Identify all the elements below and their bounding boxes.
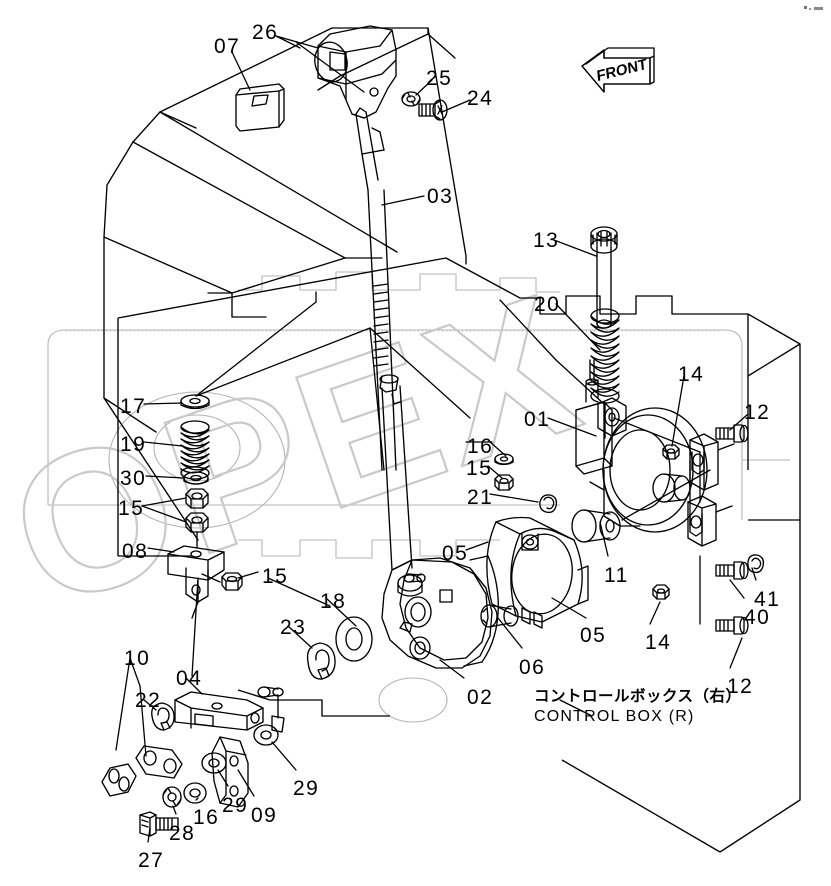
callout-number-e-clip: 23 bbox=[280, 616, 307, 639]
callout-number-spring: 20 bbox=[534, 293, 561, 316]
callout-number-bolt: 12 bbox=[727, 675, 754, 698]
callout-number-nut: 15 bbox=[118, 497, 145, 520]
callout-number-washer: 16 bbox=[193, 806, 220, 829]
callout-number-lever-body: 02 bbox=[467, 686, 494, 709]
callout-number-switch: 01 bbox=[524, 408, 551, 431]
caption-english: CONTROL BOX (R) bbox=[534, 708, 695, 725]
callout-number-pin: 06 bbox=[519, 656, 546, 679]
callout-number-screw: 24 bbox=[467, 87, 494, 110]
caption-japanese: コントロールボックス（右） bbox=[534, 687, 742, 705]
callout-number-clip: 21 bbox=[467, 486, 494, 509]
callout-number-washer: 18 bbox=[320, 590, 347, 613]
callout-number-nut: 15 bbox=[466, 457, 493, 480]
callout-number-washer: 29 bbox=[222, 794, 249, 817]
callout-number-clip-washer: 41 bbox=[754, 588, 781, 611]
callout-number-socket-bolt: 13 bbox=[533, 229, 560, 252]
corner-artifact-mark bbox=[804, 6, 823, 10]
callout-number-link-plate: 09 bbox=[251, 804, 278, 827]
callout-number-bolt: 40 bbox=[744, 606, 771, 629]
callout-number-link-assembly: 10 bbox=[124, 647, 151, 670]
callout-number-roller: 11 bbox=[604, 564, 629, 587]
callout-number-washer: 28 bbox=[169, 822, 196, 845]
callout-number-nut: 14 bbox=[678, 363, 705, 386]
callout-number-washer: 25 bbox=[426, 67, 453, 90]
callout-number-washer: 17 bbox=[120, 395, 147, 418]
callout-number-e-clip: 22 bbox=[135, 689, 162, 712]
callout-number-knob-cap: 07 bbox=[214, 35, 241, 58]
callout-number-brake-band: 05 bbox=[442, 542, 469, 565]
callout-number-nut: 14 bbox=[645, 631, 672, 654]
callout-number-washer: 16 bbox=[467, 435, 494, 458]
callout-number-washer: 30 bbox=[120, 467, 147, 490]
callout-number-control-rod: 03 bbox=[427, 185, 454, 208]
callout-number-spring: 19 bbox=[120, 433, 147, 456]
callout-number-bracket: 04 bbox=[176, 667, 203, 690]
callout-number-bolt: 27 bbox=[138, 849, 165, 872]
callout-number-brake-band: 05 bbox=[580, 624, 607, 647]
callout-number-grip-housing: 26 bbox=[252, 21, 279, 44]
callout-number-nut: 15 bbox=[262, 565, 289, 588]
callout-number-yoke: 08 bbox=[122, 540, 149, 563]
callout-number-bolt: 12 bbox=[744, 401, 771, 424]
callout-number-washer: 29 bbox=[293, 777, 320, 800]
